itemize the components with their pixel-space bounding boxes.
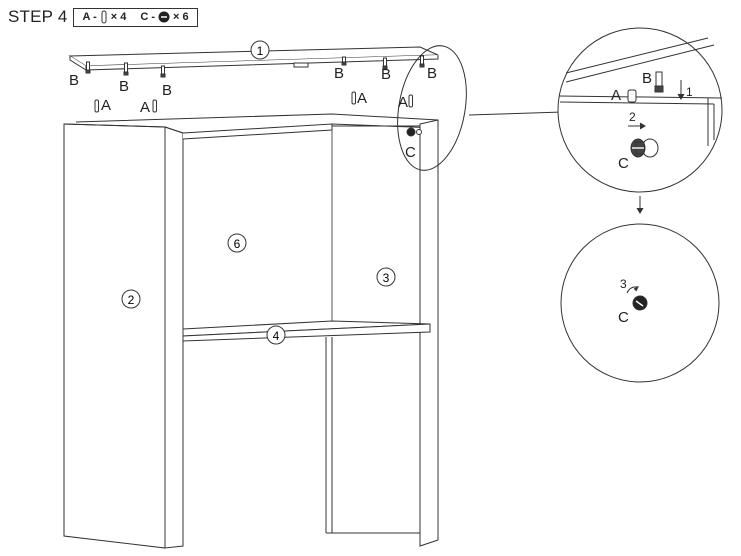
step-slide-number: 2 bbox=[629, 110, 636, 124]
shelf-panel bbox=[182, 320, 431, 534]
cam-bolts-top bbox=[85, 55, 425, 78]
panel-label-left: 2 bbox=[128, 293, 135, 307]
panel-label-right: 3 bbox=[383, 271, 390, 285]
label-a: A bbox=[398, 94, 408, 111]
top-rail bbox=[75, 113, 439, 140]
part-a-letter: A - bbox=[82, 11, 97, 23]
right-side-panel bbox=[332, 119, 439, 547]
cam-lock-icon bbox=[158, 11, 170, 23]
detail-flow-arrow bbox=[636, 196, 644, 214]
magnifier-callout bbox=[397, 45, 564, 171]
part-a-count: × 4 bbox=[110, 11, 127, 23]
label-b: B bbox=[381, 66, 391, 83]
detail-label-c: C bbox=[618, 155, 629, 172]
label-a: A bbox=[101, 97, 111, 114]
left-side-panel bbox=[63, 123, 184, 549]
dowels bbox=[94, 91, 413, 113]
parts-list: A - × 4 C - × 6 bbox=[73, 7, 198, 27]
label-b: B bbox=[334, 65, 344, 82]
step-title: STEP 4 bbox=[8, 7, 68, 26]
label-a: A bbox=[357, 90, 367, 107]
label-a: A bbox=[140, 99, 150, 116]
label-c: C bbox=[405, 144, 416, 161]
panel-label-top: 1 bbox=[257, 44, 264, 58]
cam-lock-on-panel bbox=[406, 127, 422, 137]
label-b: B bbox=[119, 78, 129, 95]
detail-label-c-turn: C bbox=[618, 309, 629, 326]
panel-label-back: 6 bbox=[234, 237, 241, 251]
part-c-count: × 6 bbox=[173, 11, 189, 23]
label-b: B bbox=[69, 72, 79, 89]
detail-label-b: B bbox=[642, 70, 652, 87]
step-turn-number: 3 bbox=[620, 277, 627, 291]
dowel-icon bbox=[101, 10, 107, 24]
detail-circle-turn bbox=[560, 223, 720, 383]
label-b: B bbox=[162, 82, 172, 99]
step-header: STEP 4 A - × 4 C - × 6 bbox=[8, 6, 198, 28]
detail-circle-insert bbox=[557, 27, 723, 193]
detail-label-a: A bbox=[611, 87, 621, 104]
part-c-letter: C - bbox=[140, 11, 156, 23]
label-b: B bbox=[427, 65, 437, 82]
step-insert-number: 1 bbox=[686, 85, 693, 99]
panel-labels: 1 2 3 4 6 bbox=[121, 40, 396, 345]
detail-step-numbers: 1 2 3 bbox=[620, 85, 693, 291]
panel-label-shelf: 4 bbox=[273, 329, 280, 343]
fastener-labels: B B B B B B A A A A C B A C C bbox=[69, 65, 652, 326]
